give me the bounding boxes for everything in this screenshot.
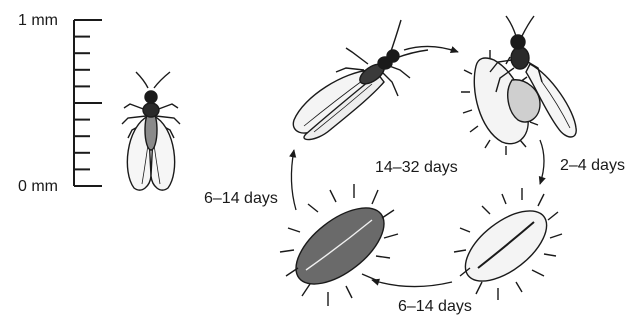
left-duration-label: 6–14 days — [204, 191, 278, 207]
arrow-dark-egg-to-adult — [291, 150, 296, 210]
scale-bar — [74, 20, 102, 186]
center-duration-label: 14–32 days — [375, 160, 458, 176]
dark-egg-case-stage — [280, 184, 398, 306]
adult-insect-scale-reference — [122, 72, 180, 190]
bottom-duration-label: 6–14 days — [398, 299, 472, 315]
arrow-emerging-to-pale-egg — [540, 140, 544, 184]
scale-top-label: 1 mm — [18, 13, 58, 29]
right-duration-label: 2–4 days — [560, 158, 625, 174]
arrow-pale-egg-to-dark-egg — [372, 280, 452, 287]
pale-egg-case-stage — [453, 188, 562, 300]
emerging-adult-stage — [461, 16, 576, 155]
arrow-adult-to-emerging — [404, 46, 458, 52]
scale-bottom-label: 0 mm — [18, 179, 58, 195]
adult-insect-stage — [293, 20, 428, 140]
